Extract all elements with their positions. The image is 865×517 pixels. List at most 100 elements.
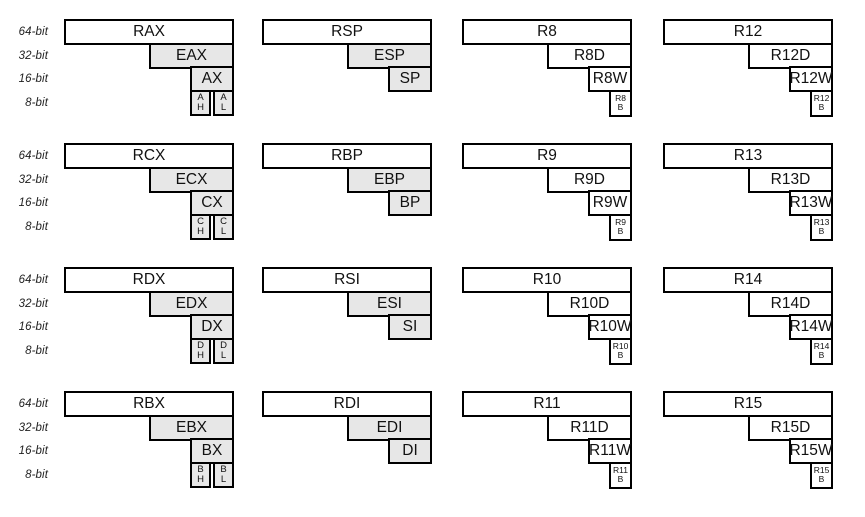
reg-box-rcx: RCX (64, 143, 234, 169)
bit-label-64: 64-bit (18, 274, 48, 286)
bit-label-8: 8-bit (25, 96, 48, 109)
reg-box-label: R8D (573, 46, 605, 64)
reg-box-label: DI (402, 442, 418, 460)
reg-box-label: R15 (733, 395, 763, 413)
reg-box-label: RSI (334, 271, 360, 289)
reg-box-line: B (220, 463, 227, 475)
reg-box-ax: AX (190, 66, 234, 92)
reg-box-line: A (197, 91, 204, 103)
reg-box-line: C (220, 215, 227, 227)
bit-labels: 64-bit 32-bit 16-bit 8-bit (0, 143, 48, 244)
reg-box-label: R14W (789, 318, 833, 336)
bit-label-32: 32-bit (18, 49, 48, 62)
reg-box-line: B (617, 474, 624, 484)
reg-box-r8d: R8D (547, 42, 632, 69)
reg-box-esp: ESP (347, 42, 432, 69)
reg-box-si: SI (388, 314, 432, 340)
reg-box-r10: R10 (462, 267, 632, 293)
reg-box-label: R11D (570, 418, 609, 436)
reg-box-label: AX (201, 70, 223, 88)
reg-box-r11: R11 (462, 391, 632, 417)
reg-box-label: RAX (133, 23, 165, 41)
reg-box-label: CX (201, 194, 223, 212)
reg-box-label: EAX (175, 46, 207, 64)
reg-box-r11w: R11W (588, 438, 632, 464)
bit-label-16: 16-bit (18, 73, 48, 85)
reg-box-label: R14D (770, 294, 811, 312)
reg-box-r11d: R11D (547, 414, 632, 441)
reg-box-ecx: ECX (149, 166, 234, 193)
reg-box-r13w: R13W (789, 190, 833, 216)
reg-box-label: R11W (589, 442, 631, 460)
reg-box-r13d: R13D (748, 166, 833, 193)
bit-labels: 64-bit 32-bit 16-bit 8-bit (0, 267, 48, 368)
reg-box-line: H (197, 349, 204, 361)
bit-label-64: 64-bit (18, 150, 48, 162)
reg-box-r12w: R12W (789, 66, 833, 92)
reg-box-label: R8 (537, 23, 557, 41)
reg-box-line: R13 (813, 216, 830, 227)
reg-box-line: B (818, 226, 825, 236)
reg-box-r14: R14 (663, 267, 833, 293)
reg-box-r13: R13 (663, 143, 833, 169)
reg-box-label: R9D (573, 170, 605, 188)
reg-box-line: D (220, 339, 227, 351)
bit-label-16: 16-bit (18, 321, 48, 333)
reg-box-rsp: RSP (262, 19, 432, 45)
reg-box-line: L (220, 225, 227, 237)
reg-box-r10w: R10W (588, 314, 632, 340)
reg-box-r9w: R9W (588, 190, 632, 216)
reg-box-label: EDX (175, 294, 208, 312)
reg-box-label: R9 (537, 147, 557, 165)
reg-box-eax: EAX (149, 42, 234, 69)
reg-box-label: R9W (592, 194, 628, 212)
bit-labels: 64-bit 32-bit 16-bit 8-bit (0, 391, 48, 492)
reg-box-rsi: RSI (262, 267, 432, 293)
reg-box-label: R13W (789, 194, 833, 212)
reg-box-label: R14 (733, 271, 763, 289)
reg-box-line: B (617, 226, 624, 236)
reg-box-label: SI (402, 318, 418, 336)
reg-box-label: BX (201, 442, 223, 460)
reg-box-line: B (617, 350, 624, 360)
reg-box-edi: EDI (347, 414, 432, 441)
reg-box-label: RDX (132, 271, 166, 289)
reg-box-line: R11 (613, 464, 628, 475)
reg-box-r8: R8 (462, 19, 632, 45)
reg-box-label: R12 (733, 23, 763, 41)
reg-box-label: ECX (175, 170, 208, 188)
reg-box-edx: EDX (149, 290, 234, 317)
bit-label-8: 8-bit (25, 220, 48, 233)
reg-box-line: D (197, 339, 204, 351)
bit-label-8: 8-bit (25, 468, 48, 481)
reg-box-label: RBX (133, 395, 165, 413)
reg-box-label: SP (399, 70, 421, 88)
reg-box-line: H (197, 473, 204, 485)
reg-box-r14d: R14D (748, 290, 833, 317)
reg-box-label: EBP (373, 170, 405, 188)
reg-box-label: DX (201, 318, 223, 336)
reg-box-label: EDI (376, 418, 403, 436)
reg-box-label: ESI (377, 294, 402, 312)
reg-box-line: B (818, 474, 825, 484)
